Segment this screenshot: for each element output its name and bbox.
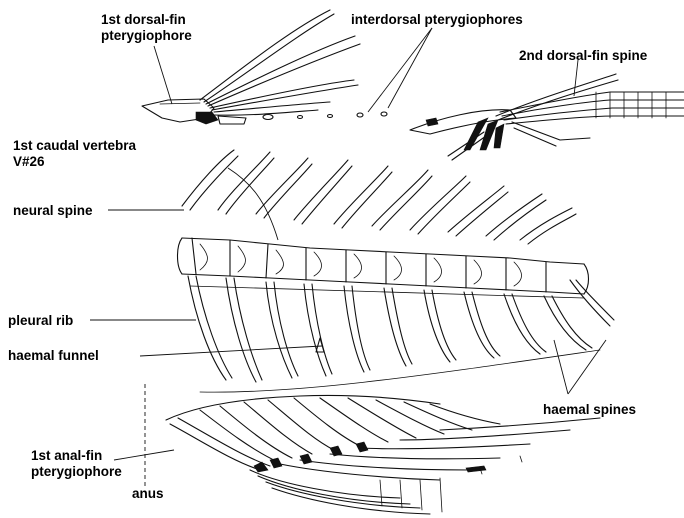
label-1st-caudal-vertebra-line1: 1st caudal vertebra xyxy=(13,138,137,153)
anal-fin xyxy=(166,395,600,514)
label-haemal-funnel: haemal funnel xyxy=(8,348,99,363)
label-2nd-dorsal-fin-spine: 2nd dorsal-fin spine xyxy=(519,48,648,63)
label-1st-dorsal-fin-pterygiophore-line1: 1st dorsal-fin xyxy=(101,12,186,27)
label-neural-spine: neural spine xyxy=(13,203,93,218)
label-haemal-spines: haemal spines xyxy=(543,402,636,417)
label-1st-anal-fin-pterygiophore-line2: pterygiophore xyxy=(31,464,122,479)
label-interdorsal-pterygiophores: interdorsal pterygiophores xyxy=(351,12,523,27)
vertebral-column xyxy=(178,238,589,298)
second-dorsal-fin xyxy=(410,74,684,160)
label-anus: anus xyxy=(132,486,164,501)
neural-spines xyxy=(182,150,576,244)
ribs-and-haemal-spines xyxy=(188,276,614,392)
label-1st-dorsal-fin-pterygiophore-line2: pterygiophore xyxy=(101,28,192,43)
label-1st-caudal-vertebra-line2: V#26 xyxy=(13,154,45,169)
label-1st-anal-fin-pterygiophore-line1: 1st anal-fin xyxy=(31,448,102,463)
label-pleural-rib: pleural rib xyxy=(8,313,73,328)
labels: 1st dorsal-fin pterygiophore interdorsal… xyxy=(8,12,648,501)
